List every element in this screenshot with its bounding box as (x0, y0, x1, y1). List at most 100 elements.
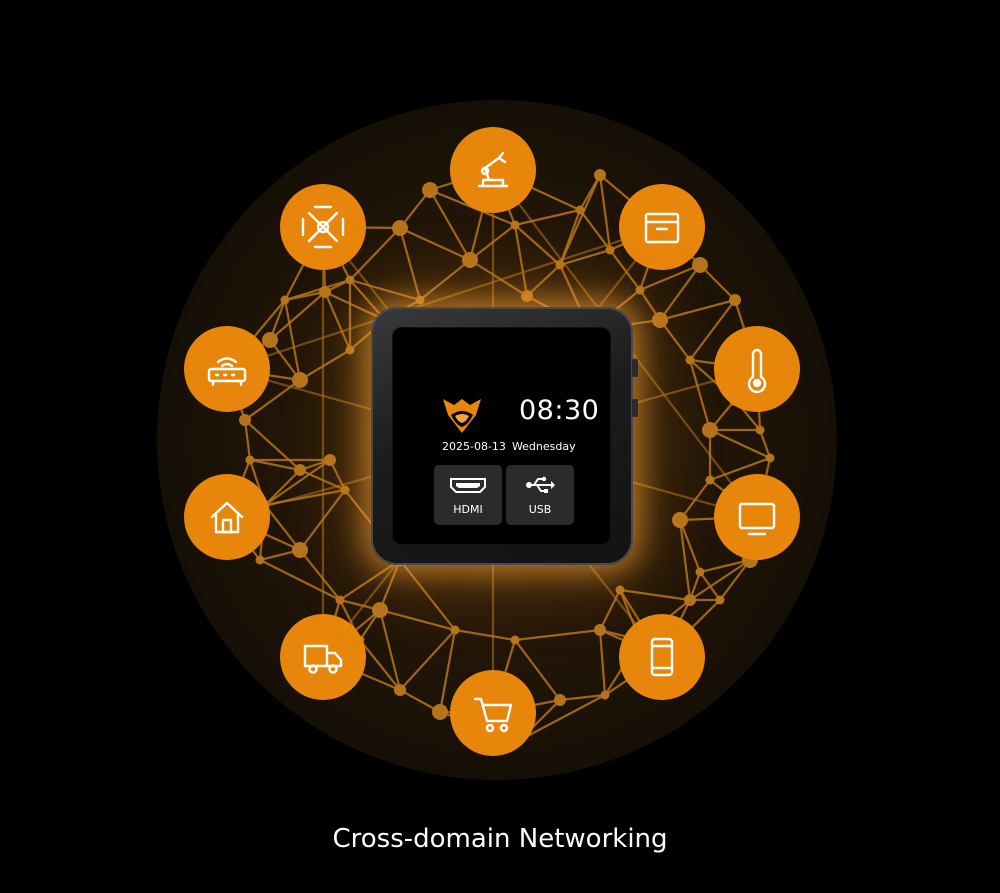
network-link (688, 359, 712, 431)
network-link (438, 629, 457, 713)
fox-logo-icon (443, 399, 481, 433)
network-link (378, 559, 402, 611)
network-link (659, 319, 691, 361)
network-dot (684, 594, 696, 606)
hdmi-label: HDMI (453, 503, 483, 516)
network-dot (594, 624, 606, 636)
usb-tile[interactable]: USB (506, 465, 574, 525)
node-ring (184, 127, 800, 756)
network-link (678, 519, 692, 601)
network-link (299, 349, 351, 381)
network-dot (462, 252, 478, 268)
caption-title: Cross-domain Networking (332, 824, 668, 854)
network-dot (422, 182, 438, 198)
shopping-cart-icon (473, 697, 513, 733)
network-dot (652, 312, 668, 328)
network-dot (685, 355, 695, 365)
network-link (699, 264, 736, 301)
network-dot (702, 422, 718, 438)
network-link (264, 459, 331, 506)
node-monitor (714, 474, 800, 560)
network-dot (239, 414, 251, 426)
box-icon (644, 212, 680, 244)
node-circle (619, 184, 705, 270)
smart-display-device (371, 307, 638, 565)
network-dot (594, 169, 606, 181)
screen-content: 08:30 2025-08-13 Wednesday HDMI USB (392, 327, 611, 545)
network-dot (765, 453, 775, 463)
network-dot (755, 425, 765, 435)
network-dot (324, 454, 336, 466)
network-link (689, 559, 751, 601)
smartphone-icon (650, 637, 674, 677)
usb-icon (526, 476, 555, 493)
network-dot (280, 295, 290, 305)
network-link (519, 694, 606, 741)
node-circle (450, 127, 536, 213)
network-dot (372, 602, 388, 618)
network-link (269, 339, 301, 381)
network-link (469, 259, 528, 297)
network-link (429, 189, 471, 261)
node-home (184, 474, 270, 560)
hdmi-icon (450, 478, 486, 493)
network-dot (392, 220, 408, 236)
network-link (719, 559, 751, 601)
network-link (284, 290, 326, 302)
network-dot (521, 290, 533, 302)
node-delivery-truck (280, 614, 366, 700)
network-link (598, 174, 612, 251)
usb-label: USB (528, 503, 552, 516)
home-icon (210, 501, 244, 534)
hdmi-tile[interactable]: HDMI (434, 465, 502, 525)
network-dot (695, 567, 705, 577)
network-link (264, 469, 301, 506)
node-circle (714, 474, 800, 560)
network-dot (340, 485, 350, 495)
network-link (639, 263, 701, 292)
node-circle (714, 326, 800, 412)
network-link (339, 559, 401, 601)
network-dot (255, 555, 265, 565)
network-dot (615, 585, 625, 595)
thermometer-icon (747, 348, 767, 394)
network-dot (729, 294, 741, 306)
network-dot (600, 690, 610, 700)
network-link (399, 226, 471, 262)
network-dot (554, 694, 566, 706)
network-link (699, 558, 751, 574)
network-link (299, 549, 341, 601)
network-dot (715, 595, 725, 605)
side-button-top[interactable] (632, 359, 638, 377)
network-dot (555, 260, 565, 270)
network-link (678, 519, 702, 573)
node-drone (280, 184, 366, 270)
network-dot (605, 245, 615, 255)
network-link (269, 291, 326, 341)
network-link (349, 278, 421, 302)
network-link (526, 264, 561, 297)
network-link (609, 249, 641, 291)
network-dot (335, 595, 345, 605)
network-link (514, 208, 581, 227)
network-dot (262, 332, 278, 348)
network-link (243, 419, 252, 461)
network-link (359, 639, 401, 691)
side-button-bottom[interactable] (632, 399, 638, 417)
network-link (284, 278, 351, 302)
node-router (184, 326, 270, 412)
clock-time: 08:30 (519, 395, 600, 426)
network-link (379, 608, 456, 632)
network-dot (705, 475, 715, 485)
date-text: 2025-08-13 (442, 440, 506, 453)
network-dot (292, 372, 308, 388)
network-dot (635, 285, 645, 295)
network-link (659, 264, 701, 321)
node-smartphone (619, 614, 705, 700)
network-dot (510, 220, 520, 230)
network-link (598, 629, 607, 696)
network-dot (450, 625, 460, 635)
network-link (244, 419, 301, 471)
weekday-text: Wednesday (511, 440, 576, 453)
network-link (514, 224, 561, 266)
